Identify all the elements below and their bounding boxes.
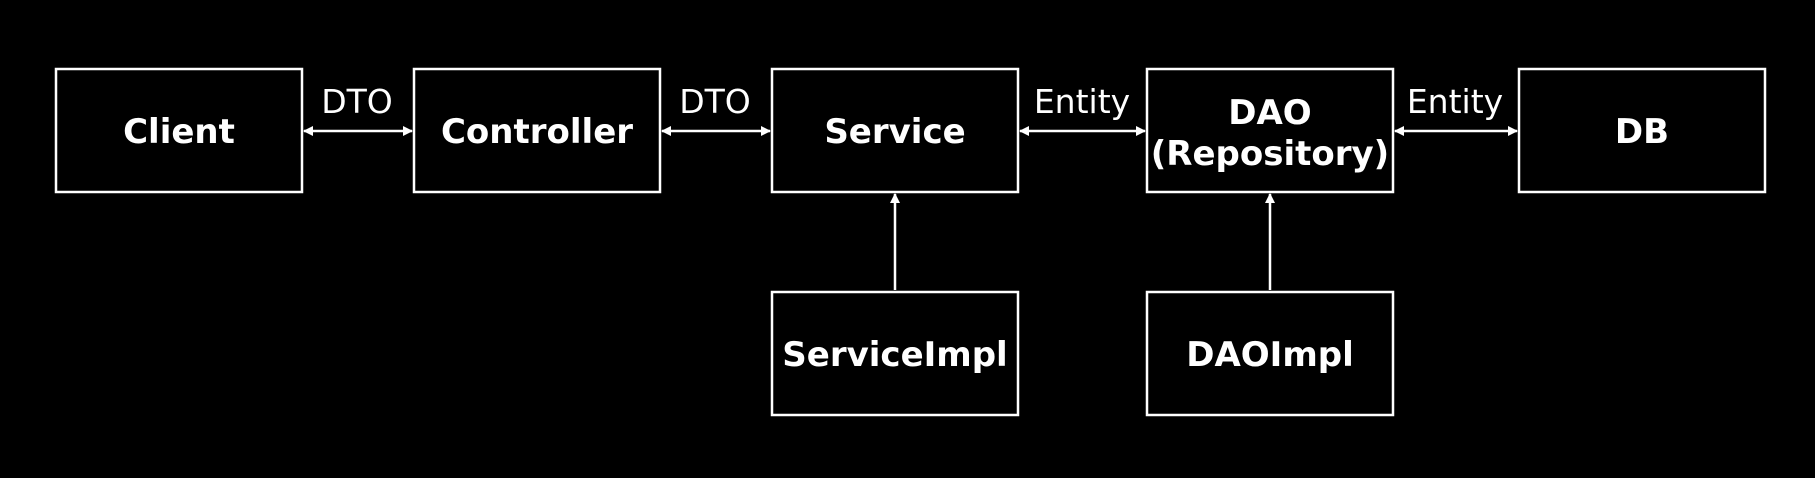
controller-label: Controller — [441, 112, 633, 152]
db-label: DB — [1615, 112, 1669, 152]
dao-impl-node: DAOImpl — [1145, 290, 1395, 417]
controller-box — [412, 67, 662, 194]
db-box — [1517, 67, 1767, 194]
dao-db-label: Entity — [1407, 82, 1503, 121]
db-node: DB — [1517, 67, 1767, 194]
service-box — [770, 67, 1020, 194]
client-box — [54, 67, 304, 194]
client-label: Client — [123, 112, 235, 152]
service-label: Service — [824, 112, 965, 152]
client-node: Client — [54, 67, 304, 194]
edge-service-dao: Entity — [1019, 82, 1146, 136]
edge-controller-service: DTO — [661, 82, 771, 136]
edge-dao-db: Entity — [1394, 82, 1518, 136]
dao-impl-box — [1145, 290, 1395, 417]
service-dao-label: Entity — [1034, 82, 1130, 121]
dao-label-line1: DAO — [1228, 93, 1311, 133]
edge-client-controller: DTO — [303, 82, 413, 136]
dao-box — [1145, 67, 1395, 194]
service-impl-box — [770, 290, 1020, 417]
controller-service-label: DTO — [679, 82, 751, 121]
controller-node: Controller — [412, 67, 662, 194]
dao-label-line2: (Repository) — [1151, 134, 1389, 174]
service-impl-node: ServiceImpl — [770, 290, 1020, 417]
service-impl-label: ServiceImpl — [782, 335, 1007, 375]
dao-node: DAO (Repository) — [1145, 67, 1395, 194]
dao-impl-label: DAOImpl — [1186, 335, 1354, 375]
client-controller-label: DTO — [321, 82, 393, 121]
service-node: Service — [770, 67, 1020, 194]
